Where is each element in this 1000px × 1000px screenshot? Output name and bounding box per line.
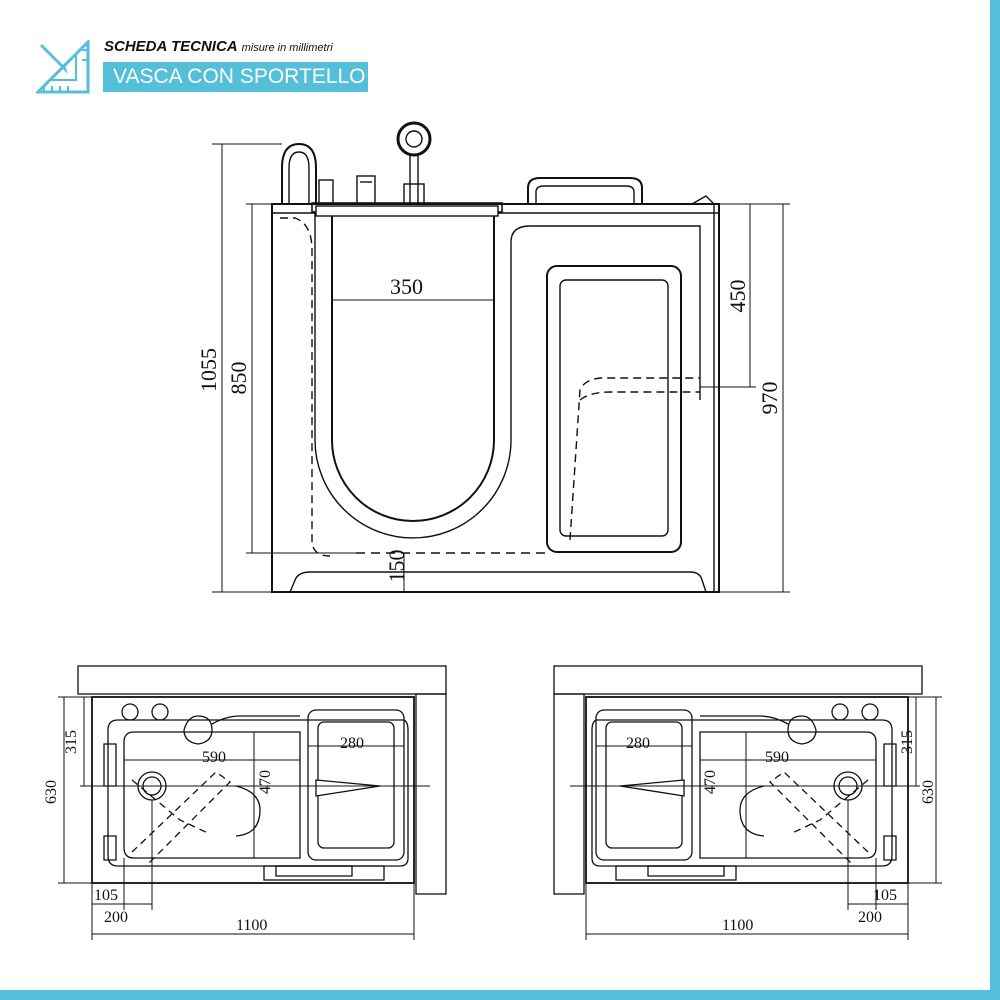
plan-view-right: 590 280 470 630 315 105 200 1100: [553, 665, 942, 940]
door-window: [546, 265, 682, 553]
units-note: misure in millimetri: [241, 42, 333, 54]
dim-door-width-right: 280: [626, 735, 650, 752]
dim-total-height: 1055: [196, 348, 221, 392]
dim-seat-length-left: 590: [202, 749, 226, 766]
dim-door-width-left: 280: [340, 735, 364, 752]
title-text: SCHEDA TECNICA: [104, 38, 238, 55]
dim-depth-right: 630: [920, 780, 937, 804]
grab-handle: [527, 177, 643, 204]
dim-seat-offset-left: 200: [104, 909, 128, 926]
tub-outline-left: [91, 696, 415, 884]
shower-head: [396, 121, 432, 157]
ruler-pencil-icon: [36, 40, 90, 94]
dim-door-height: 450: [725, 280, 750, 313]
product-badge: VASCA CON SPORTELLO: [103, 62, 368, 92]
dim-body-height: 970: [757, 382, 782, 415]
dim-seat-offset-right: 200: [858, 909, 882, 926]
dim-half-depth-right: 315: [899, 730, 916, 754]
dim-inner-width: 350: [390, 274, 423, 299]
spout: [281, 142, 317, 204]
dim-half-depth-left: 315: [63, 730, 80, 754]
dim-inner-width-left: 470: [257, 770, 274, 794]
wall-top-left: [77, 665, 447, 695]
dim-length-left: 1100: [236, 917, 267, 934]
tub-body: [271, 203, 720, 593]
side-view: [271, 121, 720, 593]
dim-length-right: 1100: [722, 917, 753, 934]
dim-rim-height: 850: [226, 362, 251, 395]
door-u-profile: [331, 212, 495, 522]
accent-border-bottom: [0, 990, 1000, 1000]
dim-drain-offset-left: 105: [94, 887, 118, 904]
wall-side-left: [415, 693, 447, 895]
valve-left: [318, 179, 334, 205]
tub-base: [289, 571, 707, 593]
dim-inner-width-right: 470: [702, 770, 719, 794]
side-view-dimensions: [212, 143, 790, 593]
door-opening: [314, 212, 701, 539]
plan-view-left: 590 280 470 630 315 105 200 1100: [43, 665, 447, 940]
valve-right: [356, 175, 376, 205]
dim-drain-offset-right: 105: [873, 887, 897, 904]
dim-seat-length-right: 590: [765, 749, 789, 766]
accent-border-right: [990, 0, 1000, 1000]
dim-depth-left: 630: [43, 780, 60, 804]
dim-base-height: 150: [384, 550, 409, 583]
